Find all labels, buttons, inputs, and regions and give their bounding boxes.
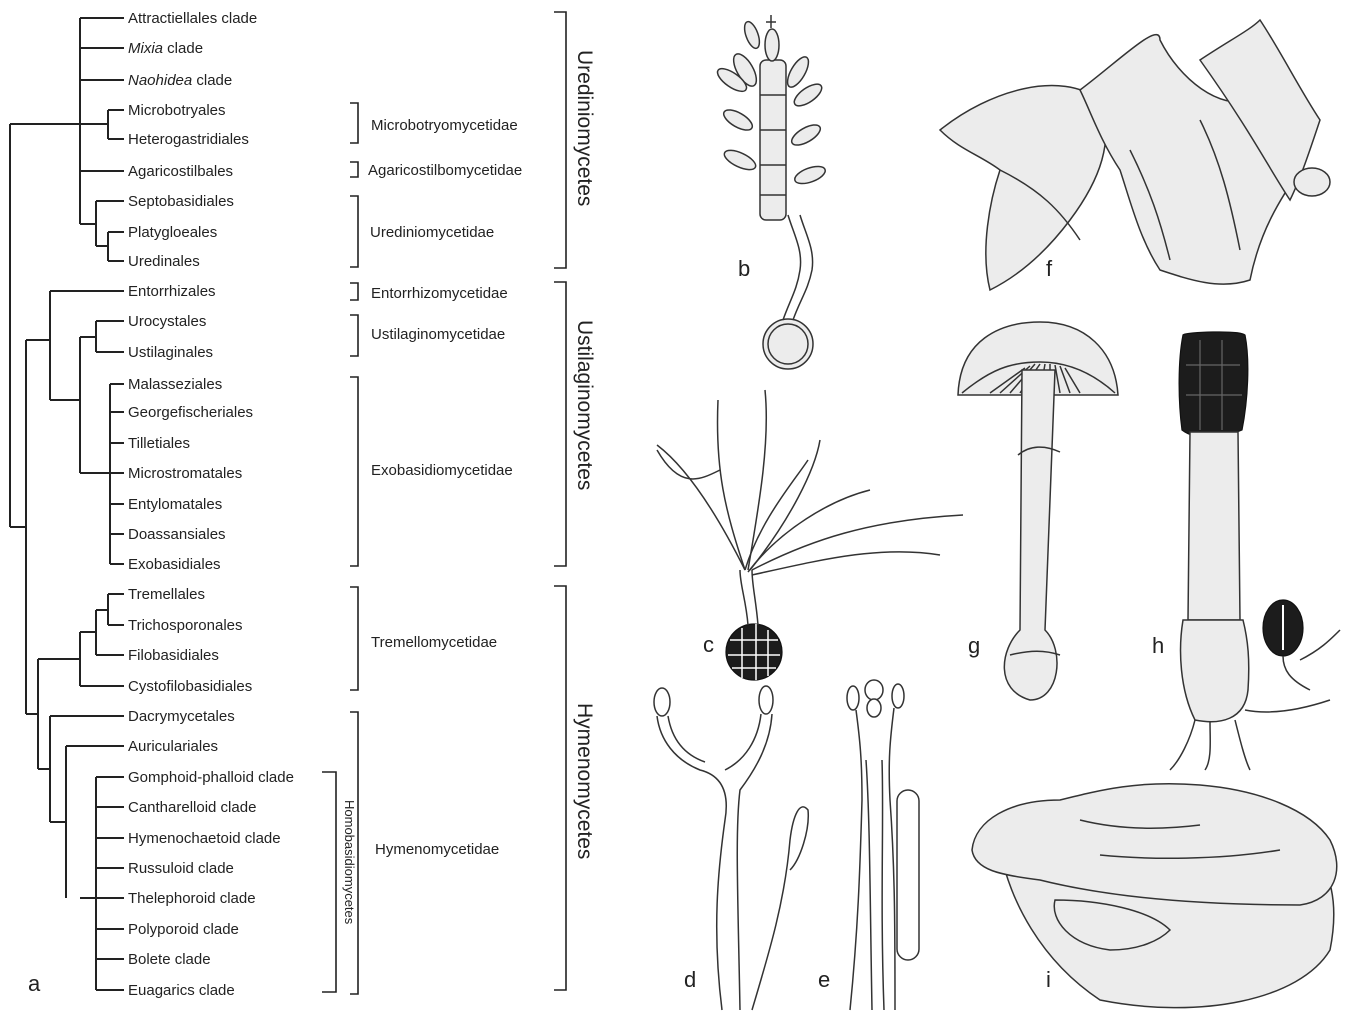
illustration-f-jelly-fungus bbox=[940, 20, 1330, 290]
taxon-label: Dacrymycetales bbox=[128, 708, 235, 725]
panel-label-f: f bbox=[1046, 256, 1053, 281]
taxon-label: Georgefischeriales bbox=[128, 404, 253, 421]
subclass-ustilaginomycetidae: Ustilaginomycetidae bbox=[371, 326, 505, 343]
illustration-d-basidium bbox=[654, 686, 808, 1010]
panel-label-g: g bbox=[968, 633, 980, 658]
tree-branch bbox=[96, 777, 124, 990]
taxon-label: Urocystales bbox=[128, 313, 206, 330]
taxon-label: Agaricostilbales bbox=[128, 163, 233, 180]
tree-branch bbox=[80, 18, 124, 80]
class-ustilaginomycetes: Ustilaginomycetes bbox=[573, 320, 596, 490]
taxon-label: Tilletiales bbox=[128, 435, 190, 452]
taxon-label: Polyporoid clade bbox=[128, 921, 239, 938]
panel-label-a: a bbox=[28, 971, 41, 996]
taxon-label: Auriculariales bbox=[128, 738, 218, 755]
subclass-exobasidiomycetidae: Exobasidiomycetidae bbox=[371, 462, 513, 479]
illustration-b-basidium bbox=[714, 15, 827, 369]
tree-branches bbox=[10, 18, 124, 990]
subclass-microbotryomycetidae: Microbotryomycetidae bbox=[371, 117, 518, 134]
taxon-label: Naohidea clade bbox=[128, 72, 232, 89]
illustration-e-basidium bbox=[847, 680, 919, 1010]
subclass-hymenomycetidae: Hymenomycetidae bbox=[375, 841, 499, 858]
taxon-label: Ustilaginales bbox=[128, 344, 213, 361]
taxon-label: Microstromatales bbox=[128, 465, 242, 482]
taxon-label: Entorrhizales bbox=[128, 283, 216, 300]
taxon-label: Septobasidiales bbox=[128, 193, 234, 210]
taxon-label: Doassansiales bbox=[128, 526, 226, 543]
tree-branch bbox=[108, 110, 124, 139]
tree-branch bbox=[50, 746, 66, 898]
taxon-label: Entylomatales bbox=[128, 496, 222, 513]
illustration-h-stinkhorn bbox=[1170, 332, 1340, 770]
illustration-i-bracket-fungus bbox=[972, 784, 1337, 1008]
taxon-label: Euagarics clade bbox=[128, 982, 235, 999]
taxon-label: Trichosporonales bbox=[128, 617, 243, 634]
class-hymenomycetes: Hymenomycetes bbox=[573, 703, 596, 859]
taxon-label: Hymenochaetoid clade bbox=[128, 830, 281, 847]
tree-branch bbox=[80, 632, 124, 686]
taxon-label: Cystofilobasidiales bbox=[128, 678, 252, 695]
panel-label-i: i bbox=[1046, 967, 1051, 992]
tree-branch bbox=[96, 201, 124, 261]
panel-label-h: h bbox=[1152, 633, 1164, 658]
class-urediniomycetes: Urediniomycetes bbox=[573, 50, 596, 206]
taxon-label: Filobasidiales bbox=[128, 647, 219, 664]
panel-label-d: d bbox=[684, 967, 696, 992]
taxon-label: Malasseziales bbox=[128, 376, 222, 393]
panel-label-b: b bbox=[738, 256, 750, 281]
subclass-urediniomycetidae: Urediniomycetidae bbox=[370, 224, 494, 241]
tree-branch bbox=[80, 321, 124, 352]
taxon-label: Mixia clade bbox=[128, 40, 203, 57]
tree-branch bbox=[96, 594, 124, 625]
taxon-label: Platygloeales bbox=[128, 224, 217, 241]
illustration-g-mushroom bbox=[958, 322, 1118, 700]
taxon-label: Heterogastridiales bbox=[128, 131, 249, 148]
taxon-label: Exobasidiales bbox=[128, 556, 221, 573]
taxon-label: Tremellales bbox=[128, 586, 205, 603]
taxon-label: Russuloid clade bbox=[128, 860, 234, 877]
tree-branch bbox=[96, 610, 124, 655]
taxon-label: Uredinales bbox=[128, 253, 200, 270]
subclass-agaricostilbomycetidae: Agaricostilbomycetidae bbox=[368, 162, 522, 179]
taxon-label: Gomphoid-phalloid clade bbox=[128, 769, 294, 786]
taxon-label: Attractiellales clade bbox=[128, 10, 257, 27]
subclass-entorrhizomycetidae: Entorrhizomycetidae bbox=[371, 285, 508, 302]
subclass-tremellomycetidae: Tremellomycetidae bbox=[371, 634, 497, 651]
taxon-label: Microbotryales bbox=[128, 102, 226, 119]
taxon-label: Bolete clade bbox=[128, 951, 211, 968]
tree-branch bbox=[110, 384, 124, 564]
panel-label-e: e bbox=[818, 967, 830, 992]
taxon-label: Cantharelloid clade bbox=[128, 799, 256, 816]
taxon-label: Thelephoroid clade bbox=[128, 890, 256, 907]
group-homobasidiomycetes: Homobasidiomycetes bbox=[342, 800, 357, 925]
panel-label-c: c bbox=[703, 632, 714, 657]
